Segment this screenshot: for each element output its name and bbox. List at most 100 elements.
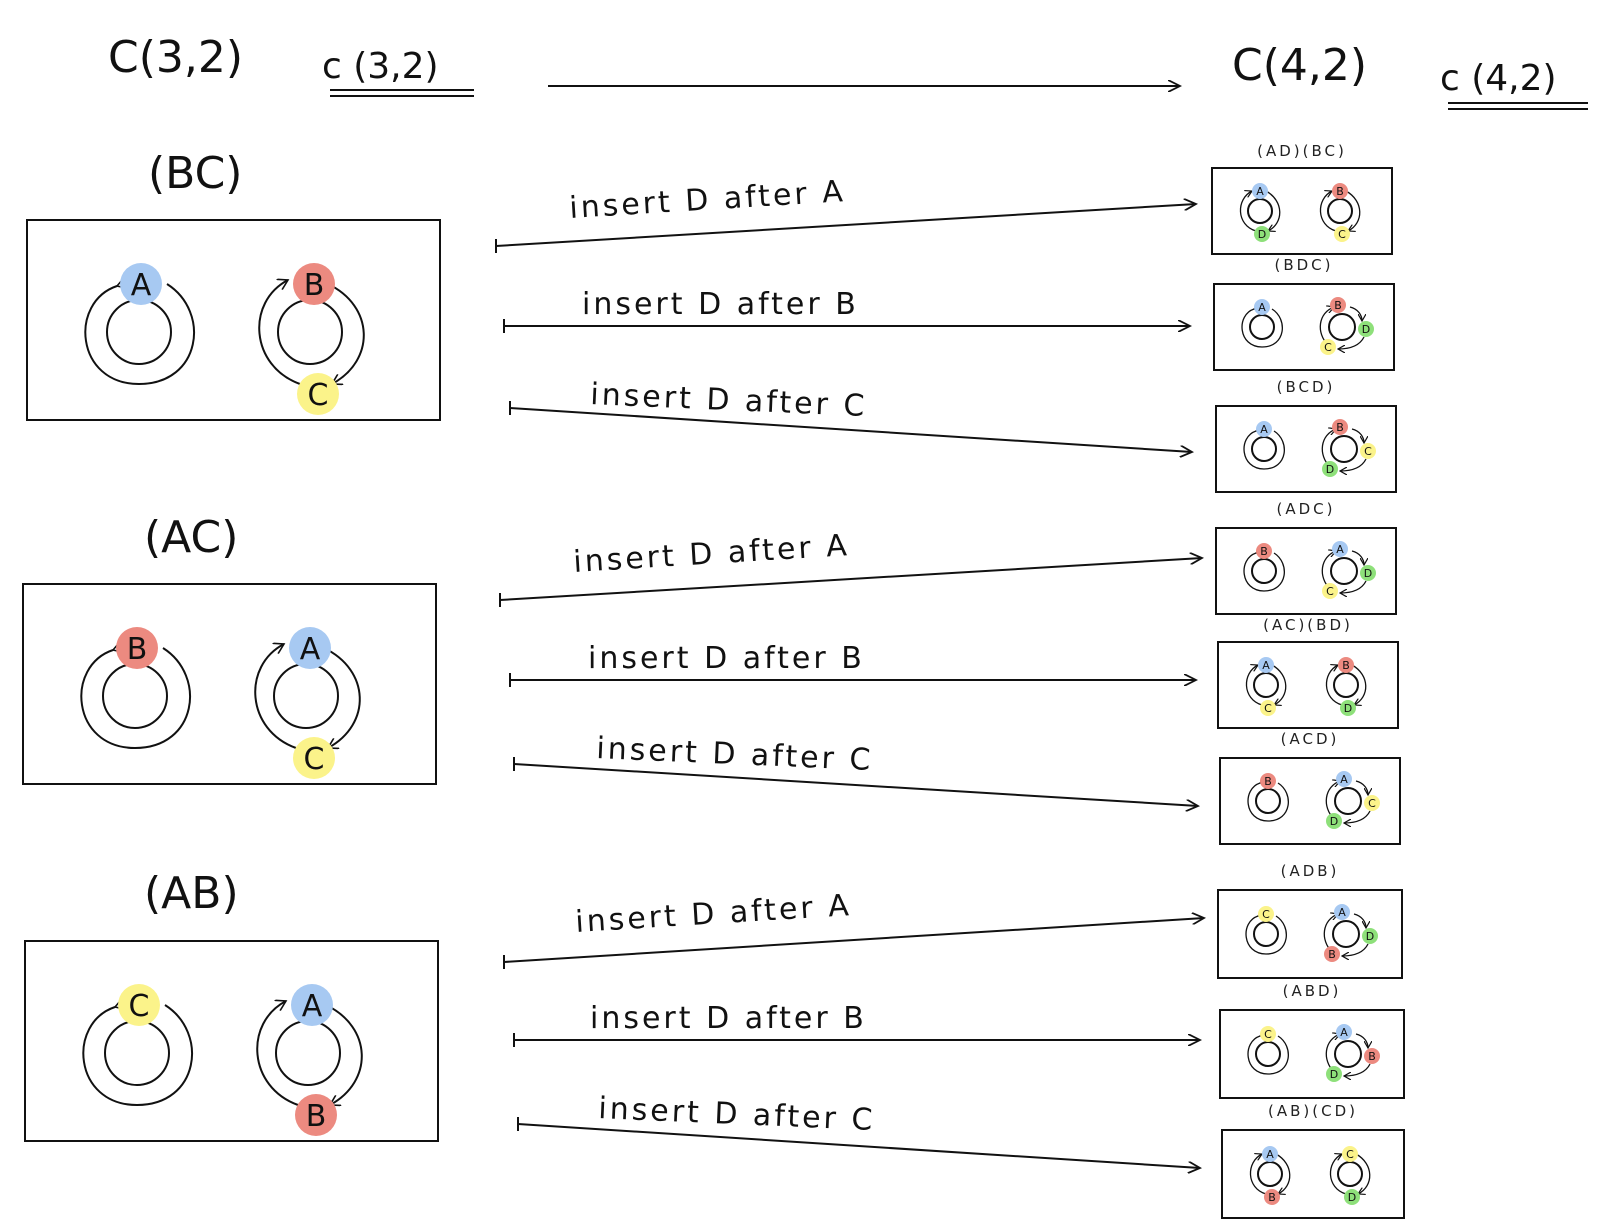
small-inner-circle — [1334, 1040, 1362, 1068]
target-label: (AB)(CD) — [1268, 1102, 1358, 1120]
header: C(3,2) c (3,2) C(4,2) c (4,2) — [108, 32, 1588, 110]
fixed-loop-arrow — [84, 284, 195, 386]
small-node-label: A — [1256, 185, 1264, 198]
small-node-label: B — [1336, 421, 1344, 434]
small-node-label: D — [1330, 815, 1338, 828]
header-right-big: C(4,2) — [1232, 40, 1367, 91]
small-node — [1330, 297, 1346, 313]
small-node-label: A — [1338, 906, 1346, 919]
small-cycle-arrow — [1340, 580, 1367, 593]
small-cycle-arrow — [1275, 1153, 1291, 1194]
small-node-label: B — [1336, 185, 1344, 198]
small-inner-circle — [1327, 198, 1353, 224]
target-box — [1217, 641, 1399, 729]
small-node — [1360, 565, 1376, 581]
cycle-top-node — [293, 263, 335, 305]
insert-arrow: insert D after A — [503, 888, 1204, 969]
small-loop-arrow — [1247, 1036, 1289, 1075]
cycle-inner-circle — [277, 299, 343, 365]
small-cycle-arrow — [1325, 665, 1343, 706]
cycle-bottom-node — [293, 737, 335, 779]
small-inner-circle — [1337, 1161, 1363, 1187]
target-label: (ADB) — [1281, 862, 1340, 880]
target-box — [1219, 1009, 1405, 1099]
small-node-label: A — [1340, 773, 1348, 786]
arrow-label: insert D after A — [568, 174, 846, 226]
source-group-label: (AC) — [144, 512, 238, 563]
cycle-arrow-up — [256, 1001, 299, 1106]
small-cycle-arrow — [1249, 1154, 1267, 1195]
small-cycle-arrow — [1351, 550, 1364, 565]
small-node-label: C — [1364, 445, 1372, 458]
small-inner-circle — [1249, 314, 1275, 340]
small-node — [1360, 443, 1376, 459]
small-node-label: A — [1340, 1026, 1348, 1039]
insert-arrow: insert D after C — [509, 377, 1192, 452]
arrow-label: insert D after C — [590, 377, 868, 424]
small-node-label: D — [1362, 323, 1370, 336]
small-node — [1264, 1189, 1280, 1205]
small-node — [1332, 419, 1348, 435]
small-loop-arrow — [1245, 916, 1287, 955]
small-cycle-arrow — [1345, 190, 1361, 231]
small-node — [1256, 421, 1272, 437]
cycle-bottom-node — [295, 1094, 337, 1136]
small-inner-circle — [1255, 1041, 1281, 1067]
small-node — [1338, 657, 1354, 673]
fixed-loop-arrow — [82, 1005, 193, 1107]
small-node-label: B — [1334, 299, 1342, 312]
small-inner-circle — [1333, 672, 1359, 698]
cycle-arrow-up — [254, 644, 297, 749]
fixed-inner-circle — [106, 299, 172, 365]
target-label: (BDC) — [1274, 256, 1333, 274]
small-node — [1322, 583, 1338, 599]
small-node-label: D — [1258, 228, 1266, 241]
small-cycle-arrow — [1245, 665, 1263, 706]
small-node-label: C — [1346, 1148, 1354, 1161]
arrow-label: insert D after B — [590, 1001, 867, 1036]
small-inner-circle — [1328, 313, 1356, 341]
small-inner-circle — [1247, 198, 1273, 224]
target-label: (BCD) — [1277, 378, 1336, 396]
fixed-inner-circle — [104, 1020, 170, 1086]
small-node — [1336, 771, 1352, 787]
small-node-label: D — [1364, 567, 1372, 580]
cycle-top-node — [289, 627, 331, 669]
header-right-small: c (4,2) — [1440, 58, 1557, 99]
arrow-line — [495, 204, 1196, 247]
insert-arrow: insert D after A — [499, 528, 1202, 607]
arrow-line — [499, 558, 1202, 601]
small-cycle-arrow — [1329, 1154, 1347, 1195]
cycle-bottom-label: B — [306, 1099, 327, 1134]
small-node — [1252, 183, 1268, 199]
source-group-label: (AB) — [144, 868, 239, 919]
small-node — [1342, 1146, 1358, 1162]
small-cycle-arrow — [1355, 780, 1368, 795]
cycle-bottom-label: C — [308, 378, 329, 413]
small-node — [1260, 773, 1276, 789]
small-node — [1324, 946, 1340, 962]
small-cycle-arrow — [1265, 190, 1281, 231]
fixed-node-label: C — [129, 989, 150, 1024]
small-cycle-arrow — [1351, 664, 1367, 705]
small-node — [1326, 1066, 1342, 1082]
arrow-line — [503, 918, 1204, 963]
small-node — [1326, 813, 1342, 829]
small-cycle-arrow — [1342, 943, 1369, 956]
small-node — [1320, 339, 1336, 355]
fixed-node-label: A — [131, 268, 152, 303]
small-node — [1334, 904, 1350, 920]
small-node-label: B — [1260, 545, 1268, 558]
fixed-node — [118, 984, 160, 1026]
small-node-label: A — [1262, 659, 1270, 672]
